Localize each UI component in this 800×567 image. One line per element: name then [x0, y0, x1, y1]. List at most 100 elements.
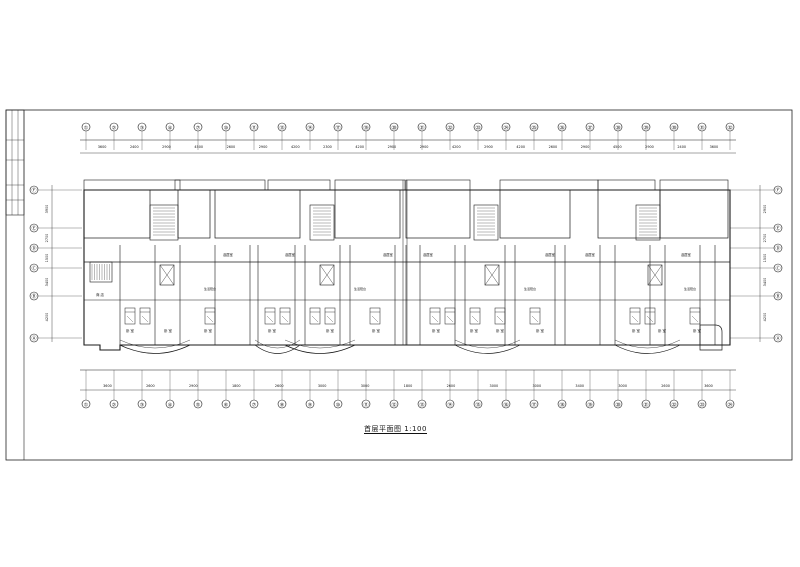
axis-label-top: ⑦ — [196, 126, 201, 132]
room-label-balcony: 生活阳台 — [684, 286, 696, 291]
room-label-bedroom: 卧 室 — [432, 328, 441, 333]
bed-furniture — [689, 307, 701, 325]
bed-furniture — [429, 307, 441, 325]
stair-core — [149, 204, 179, 241]
axis-label-top: ㉖ — [559, 125, 564, 132]
axis-label-top: ㉓ — [475, 125, 480, 132]
dim-text-bottom: 3000 — [361, 384, 370, 388]
upper-room — [83, 189, 151, 239]
bay-roof — [499, 179, 599, 191]
axis-label-bottom: ⑳ — [615, 402, 620, 409]
bay-window-arc-inner — [614, 339, 681, 349]
axis-label-bottom: ⑪ — [363, 402, 368, 409]
dim-text-right: 2900 — [763, 205, 767, 214]
axis-label-bottom: ⑩ — [336, 403, 341, 409]
dim-text-left: 3400 — [45, 278, 49, 287]
bay-roof — [405, 179, 471, 191]
bed-furniture — [279, 307, 291, 325]
axis-label-top: ㉛ — [699, 125, 704, 132]
axis-label-top: ⑳ — [391, 125, 396, 132]
dim-text-right: 2700 — [763, 234, 767, 243]
axis-label-left: Ⓕ — [31, 187, 36, 194]
side-axis-columns: ⒻⒺⒹⒸⒷⒶⒻⒺⒹⒸⒷⒶ3900270015003400420029002700… — [29, 185, 783, 343]
axis-label-bottom: ㉒ — [671, 402, 676, 409]
room-label-living: 起居室 — [585, 252, 595, 257]
dim-text-top: 4500 — [613, 145, 622, 149]
dim-text-top: 4200 — [516, 145, 525, 149]
axis-label-bottom: ㉔ — [727, 402, 732, 409]
axis-label-top: ㉚ — [671, 125, 676, 132]
dim-text-left: 4200 — [45, 313, 49, 322]
title-block — [5, 109, 25, 216]
dim-text-top: 2400 — [130, 145, 139, 149]
bay-roof — [659, 179, 729, 191]
room-label-living: 起居室 — [681, 252, 691, 257]
room-label-bedroom: 卧 室 — [164, 328, 173, 333]
shaft-box — [159, 264, 175, 286]
dim-text-bottom: 3400 — [575, 384, 584, 388]
dim-text-right: 4200 — [763, 313, 767, 322]
dim-text-top: 2900 — [259, 145, 268, 149]
axis-label-bottom: ① — [84, 403, 89, 409]
upper-room — [499, 189, 571, 239]
dim-text-left: 2700 — [45, 234, 49, 243]
axis-label-bottom: ⑤ — [196, 403, 200, 409]
room-label-bedroom: 卧 室 — [658, 328, 667, 333]
building-outline — [83, 189, 731, 351]
axis-label-top: ㉒ — [447, 125, 452, 132]
dim-text-bottom: 3000 — [532, 384, 541, 388]
stair-core — [473, 204, 499, 241]
drawing-frame — [5, 109, 793, 461]
axis-label-bottom: ⑧ — [280, 403, 285, 409]
upper-room — [214, 189, 301, 239]
axis-label-bottom: ⑮ — [475, 402, 480, 409]
room-label-living: 起居室 — [423, 252, 433, 257]
axis-label-top: ㉙ — [643, 125, 648, 132]
dim-text-top: 4200 — [452, 145, 461, 149]
dim-text-top: 2900 — [420, 145, 429, 149]
axis-label-bottom: ㉑ — [643, 402, 648, 409]
bed-furniture — [139, 307, 151, 325]
axis-label-bottom: ④ — [168, 403, 173, 409]
room-label-balcony: 生活阳台 — [204, 286, 216, 291]
room-label-bedroom: 卧 室 — [693, 328, 702, 333]
axis-label-top: ⑲ — [363, 125, 368, 132]
axis-label-bottom: ⑰ — [531, 402, 536, 409]
bay-window-arc-inner — [454, 339, 521, 349]
dim-text-bottom: 3600 — [103, 384, 112, 388]
dim-text-bottom: 3000 — [318, 384, 327, 388]
axis-label-left: Ⓒ — [31, 265, 36, 272]
axis-label-top: ㉜ — [727, 125, 732, 132]
axis-label-top: ② — [112, 126, 117, 132]
room-label-bedroom: 卧 室 — [632, 328, 641, 333]
axis-label-top: ⑭ — [307, 125, 312, 132]
dim-text-top: 2900 — [484, 145, 493, 149]
room-label-living: 起居室 — [223, 252, 233, 257]
dim-text-top: 3600 — [710, 145, 719, 149]
axis-label-top: ㉗ — [587, 125, 592, 132]
drawing-title: 首层平面图 1:100 — [364, 425, 427, 434]
axis-label-bottom: ⑲ — [587, 402, 592, 409]
room-label-living: 起居室 — [285, 252, 295, 257]
bed-furniture — [444, 307, 456, 325]
dim-text-bottom: 2600 — [447, 384, 456, 388]
axis-label-right: Ⓓ — [775, 245, 780, 252]
bed-furniture — [369, 307, 381, 325]
axis-label-bottom: ⑥ — [224, 403, 229, 409]
upper-room — [177, 189, 211, 239]
room-label-living: 起居室 — [383, 252, 393, 257]
dim-text-left: 1500 — [45, 254, 49, 263]
axis-label-bottom: ⑫ — [391, 402, 396, 409]
axis-label-top: ㉕ — [531, 125, 536, 132]
dim-text-top: 4200 — [355, 145, 364, 149]
axis-label-top: ⑬ — [279, 125, 284, 132]
dim-text-top: 4200 — [291, 145, 300, 149]
bed-furniture — [494, 307, 506, 325]
room-label-bedroom: 卧 室 — [204, 328, 213, 333]
bed-furniture — [204, 307, 216, 325]
bed-furniture — [309, 307, 321, 325]
axis-label-top: ④ — [168, 126, 173, 132]
dim-text-bottom: 2600 — [146, 384, 155, 388]
